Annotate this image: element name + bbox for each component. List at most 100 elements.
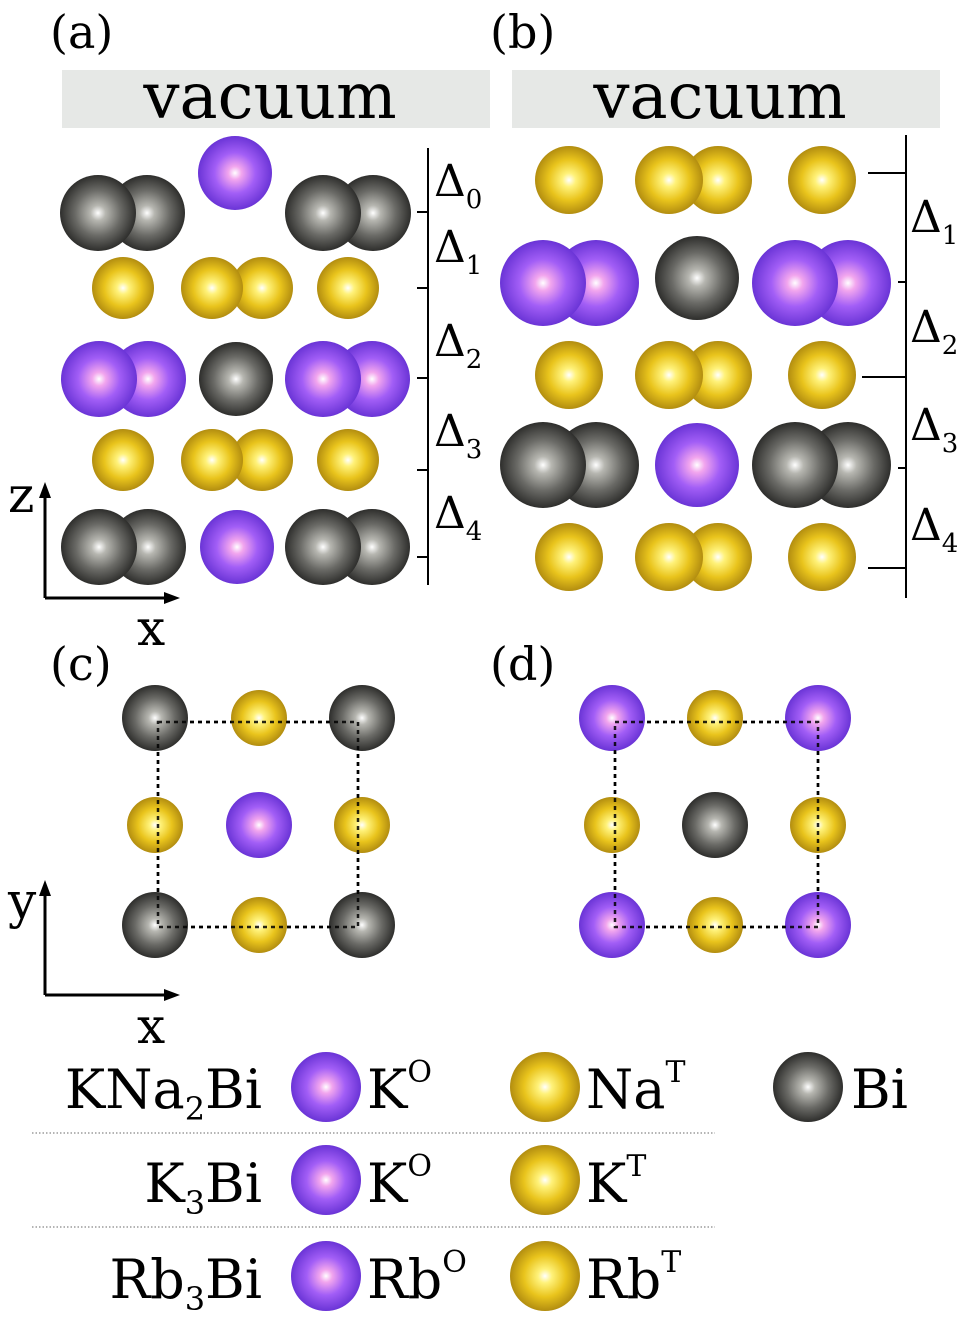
atom-na xyxy=(92,257,154,319)
delta-label: Δ4 xyxy=(434,488,482,547)
legend-octahedral-label: KO xyxy=(367,1055,432,1121)
atom-na xyxy=(92,429,154,491)
atom-k xyxy=(785,685,851,751)
atom-bi xyxy=(655,236,739,320)
atom-k xyxy=(752,240,838,326)
panel-b-atoms xyxy=(500,146,891,591)
atom-na xyxy=(535,523,603,591)
atom-na xyxy=(584,797,640,853)
atom-na xyxy=(317,429,379,491)
atom-na xyxy=(788,146,856,214)
panel-label-b: (b) xyxy=(490,5,555,59)
atom-na xyxy=(231,429,293,491)
delta-label: Δ3 xyxy=(434,406,482,465)
legend-octahedral-label: RbO xyxy=(367,1245,467,1311)
axes-xy xyxy=(39,880,180,1001)
legend-tetrahedral-label: KT xyxy=(586,1149,646,1215)
atom-bi xyxy=(199,342,273,416)
legend-tetrahedral-swatch xyxy=(510,1052,580,1122)
atom-na xyxy=(535,341,603,409)
atom-k xyxy=(579,685,645,751)
atom-na xyxy=(635,341,703,409)
panel-a-atoms xyxy=(60,136,411,585)
legend-compound-knabi: KNa2Bi xyxy=(65,1058,262,1128)
legend-tetrahedral-swatch xyxy=(510,1145,580,1215)
vacuum-band-a xyxy=(62,70,490,128)
atom-bi xyxy=(752,422,838,508)
legend-octahedral-label: KO xyxy=(367,1149,432,1215)
legend-tetrahedral-label: RbT xyxy=(586,1245,681,1311)
legend-tetrahedral-swatch xyxy=(510,1241,580,1311)
atom-k xyxy=(655,423,739,507)
atom-na xyxy=(231,257,293,319)
atom-na xyxy=(635,523,703,591)
spacing-ruler-b xyxy=(862,135,907,598)
atom-k xyxy=(226,792,292,858)
delta-label: Δ1 xyxy=(434,222,482,281)
legend-compound-rb3bi: Rb3Bi xyxy=(109,1248,262,1318)
atom-bi xyxy=(500,422,586,508)
axis-label-x-c: x xyxy=(137,997,165,1055)
legend-octahedral-swatch xyxy=(291,1145,361,1215)
panel-label-d: (d) xyxy=(490,637,555,691)
atom-na xyxy=(684,146,752,214)
spacing-labels-b: Δ1 Δ2 Δ3 Δ4 xyxy=(910,192,958,559)
unit-cell-c-overlay xyxy=(156,720,360,929)
atom-na xyxy=(127,797,183,853)
axis-label-y: y xyxy=(7,872,37,930)
atom-na xyxy=(231,897,287,953)
legend-octahedral-swatch xyxy=(291,1241,361,1311)
vacuum-label-b: vacuum xyxy=(592,60,846,134)
atom-bi xyxy=(60,175,136,251)
atom-k xyxy=(200,510,274,584)
delta-label: Δ2 xyxy=(434,316,482,375)
atom-bi xyxy=(122,892,188,958)
atom-na xyxy=(231,690,287,746)
spacing-labels-a: Δ0 Δ1 Δ2 Δ3 Δ4 xyxy=(434,156,482,547)
atom-na xyxy=(687,897,743,953)
atom-k xyxy=(198,136,272,210)
atom-na xyxy=(181,429,243,491)
atom-na xyxy=(535,146,603,214)
atom-k xyxy=(579,892,645,958)
legend-bi-swatch xyxy=(773,1052,843,1122)
atom-na xyxy=(181,257,243,319)
legend-tetrahedral-label: NaT xyxy=(586,1055,685,1121)
atom-na xyxy=(684,341,752,409)
atom-bi xyxy=(61,509,137,585)
atom-bi xyxy=(285,509,361,585)
atom-na xyxy=(687,690,743,746)
spacing-ruler-a xyxy=(417,148,429,585)
atom-na xyxy=(334,797,390,853)
unit-cell-d-overlay xyxy=(613,720,820,929)
panel-d-atoms xyxy=(579,685,851,958)
panel-c-atoms xyxy=(122,685,395,958)
axis-label-x: x xyxy=(137,599,165,657)
atom-bi xyxy=(285,175,361,251)
legend: KNa2Bi KO NaT Bi K3Bi KO KT Rb3Bi RbO Rb… xyxy=(32,1052,908,1318)
delta-label: Δ0 xyxy=(434,156,482,215)
axes-xz xyxy=(39,482,180,604)
atom-na xyxy=(684,523,752,591)
vacuum-label-a: vacuum xyxy=(142,60,396,134)
legend-compound-k3bi: K3Bi xyxy=(144,1152,262,1222)
atom-bi xyxy=(122,685,188,751)
atom-bi xyxy=(329,892,395,958)
atom-k xyxy=(61,341,137,417)
axis-label-z: z xyxy=(8,466,34,524)
vacuum-band-b xyxy=(512,70,940,128)
atom-k xyxy=(285,341,361,417)
atom-bi xyxy=(329,685,395,751)
atom-bi xyxy=(682,792,748,858)
atom-na xyxy=(317,257,379,319)
atom-na xyxy=(788,523,856,591)
legend-octahedral-swatch xyxy=(291,1052,361,1122)
atom-k xyxy=(500,240,586,326)
legend-bi-label: Bi xyxy=(851,1058,908,1121)
atom-na xyxy=(788,341,856,409)
delta-label: Δ2 xyxy=(910,302,958,361)
delta-label: Δ3 xyxy=(910,400,958,459)
delta-label: Δ4 xyxy=(910,500,958,559)
